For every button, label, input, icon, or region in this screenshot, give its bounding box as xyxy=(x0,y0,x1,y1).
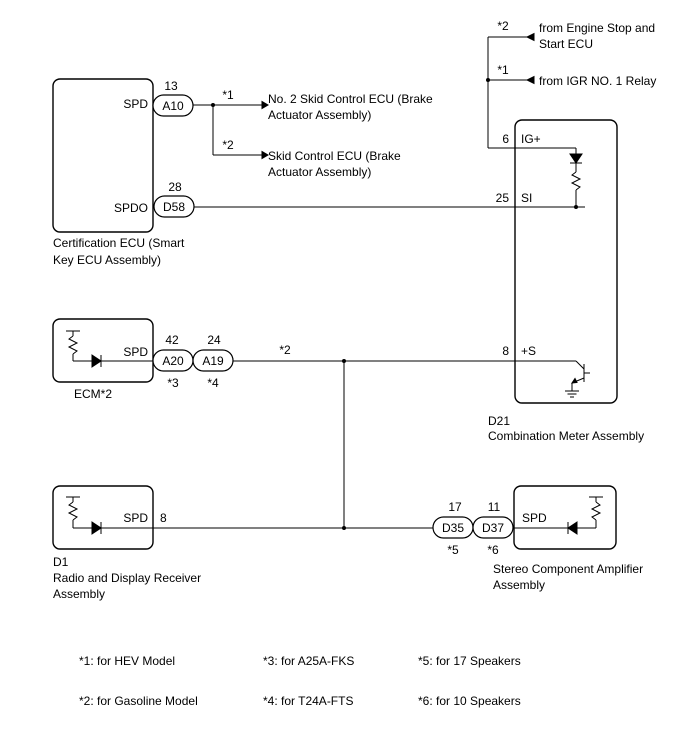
connector-a10-pin: 13 xyxy=(164,79,178,93)
skid2-label-line2: Actuator Assembly) xyxy=(268,165,371,179)
connector-d35: 17 D35 *5 xyxy=(432,500,474,557)
radio-internal-circuit xyxy=(66,496,153,535)
meter-pin-igp: IG+ xyxy=(521,132,541,146)
connector-a19-name: A19 xyxy=(202,354,224,368)
legend-note-4: *4: for T24A-FTS xyxy=(263,694,353,708)
connector-d37-pin: 11 xyxy=(488,500,501,514)
connector-d37: 11 D37 *6 xyxy=(472,500,514,557)
connector-d37-name: D37 xyxy=(482,521,504,535)
skid1-label-line2: Actuator Assembly) xyxy=(268,108,371,122)
from-engine-mark: *2 xyxy=(497,19,509,33)
resistor-icon xyxy=(67,501,79,521)
arrow-right-icon xyxy=(261,150,269,160)
meter-s-num: 8 xyxy=(502,344,509,358)
stereo-amplifier: SPD Stereo Component Amplifier Assembly xyxy=(493,485,643,592)
meter-transistor xyxy=(544,360,590,398)
certification-ecu: SPD SPDO Certification ECU (Smart Key EC… xyxy=(52,78,185,267)
cert-ecu-pin-spd: SPD xyxy=(123,97,148,111)
cert-ecu-pin-spdo: SPDO xyxy=(114,201,148,215)
diode-icon xyxy=(569,153,583,164)
radio-label-line1: Radio and Display Receiver xyxy=(53,571,201,585)
legend: *1: for HEV Model *2: for Gasoline Model… xyxy=(79,654,521,708)
skid1-label-line1: No. 2 Skid Control ECU (Brake xyxy=(268,92,433,106)
connector-a10: 13 A10 xyxy=(152,79,194,117)
connector-d35-pin: 17 xyxy=(448,500,462,514)
combination-meter: 6 IG+ 25 SI 8 +S D21 Combination Meter A… xyxy=(488,119,644,443)
ecm-label: ECM*2 xyxy=(74,387,112,401)
connector-d58-name: D58 xyxy=(163,200,185,214)
from-engine-line2: Start ECU xyxy=(539,37,593,51)
skid2-label-line1: Skid Control ECU (Brake xyxy=(268,149,401,163)
resistor-icon xyxy=(570,171,582,191)
radio-id: D1 xyxy=(53,555,69,569)
radio-label-line2: Assembly xyxy=(53,587,105,601)
connector-a19: 24 A19 *4 xyxy=(192,333,234,390)
connector-a20: 42 A20 *3 xyxy=(152,333,194,390)
resistor-icon xyxy=(590,501,602,521)
connector-d35-name: D35 xyxy=(442,521,464,535)
diode-icon xyxy=(91,354,102,368)
legend-note-3: *3: for A25A-FKS xyxy=(263,654,354,668)
meter-pin-s: +S xyxy=(521,344,536,358)
connector-d35-note: *5 xyxy=(447,543,459,557)
from-engine-line1: from Engine Stop and xyxy=(539,21,655,35)
ecm: SPD ECM*2 xyxy=(52,318,154,401)
meter-id: D21 xyxy=(488,414,510,428)
spd-bus-wires: *2 xyxy=(153,343,544,530)
meter-igp-num: 6 xyxy=(502,132,509,146)
skid1-mark: *1 xyxy=(222,88,234,102)
amp-label-line1: Stereo Component Amplifier xyxy=(493,562,643,576)
ecm-pin-spd: SPD xyxy=(123,345,148,359)
radio-pin-spd: SPD xyxy=(123,511,148,525)
radio-pin-num: 8 xyxy=(160,511,167,525)
diode-icon xyxy=(567,521,578,535)
cert-ecu-label-line1: Certification ECU (Smart xyxy=(53,236,185,250)
legend-note-5: *5: for 17 Speakers xyxy=(418,654,521,668)
connector-a19-pin: 24 xyxy=(207,333,221,347)
ecm-wire-mark: *2 xyxy=(279,343,291,357)
connector-a19-note: *4 xyxy=(207,376,219,390)
from-igr-mark: *1 xyxy=(497,63,509,77)
meter-internal-circuit xyxy=(569,148,583,209)
resistor-icon xyxy=(67,335,79,355)
connector-a20-name: A20 xyxy=(162,354,184,368)
legend-note-2: *2: for Gasoline Model xyxy=(79,694,198,708)
arrow-left-icon xyxy=(525,75,535,85)
meter-pin-si: SI xyxy=(521,191,532,205)
from-igr-label: from IGR NO. 1 Relay xyxy=(539,74,656,88)
ground-icon xyxy=(565,390,579,398)
ecm-internal-circuit xyxy=(66,330,153,368)
diode-icon xyxy=(91,521,102,535)
legend-note-1: *1: for HEV Model xyxy=(79,654,175,668)
meter-si-num: 25 xyxy=(496,191,510,205)
skid2-mark: *2 xyxy=(222,138,234,152)
amp-label-line2: Assembly xyxy=(493,578,545,592)
arrow-left-icon xyxy=(525,32,535,42)
radio-display-receiver: SPD 8 D1 Radio and Display Receiver Asse… xyxy=(52,485,201,601)
cert-ecu-label-line2: Key ECU Assembly) xyxy=(53,253,161,267)
amp-internal-circuit xyxy=(513,496,603,535)
amp-pin-spd: SPD xyxy=(522,511,547,525)
meter-label: Combination Meter Assembly xyxy=(488,429,644,443)
connector-d58-pin: 28 xyxy=(168,180,182,194)
legend-note-6: *6: for 10 Speakers xyxy=(418,694,521,708)
connector-d37-note: *6 xyxy=(487,543,499,557)
skid-control-wires: *1 *2 No. 2 Skid Control ECU (Brake Actu… xyxy=(193,88,433,179)
igp-feed-wires: *2 *1 from Engine Stop and Start ECU fro… xyxy=(486,19,656,149)
connector-d58: 28 D58 xyxy=(153,180,195,218)
arrow-right-icon xyxy=(261,100,269,110)
connector-a10-name: A10 xyxy=(162,99,184,113)
connector-a20-note: *3 xyxy=(167,376,179,390)
connector-a20-pin: 42 xyxy=(165,333,179,347)
